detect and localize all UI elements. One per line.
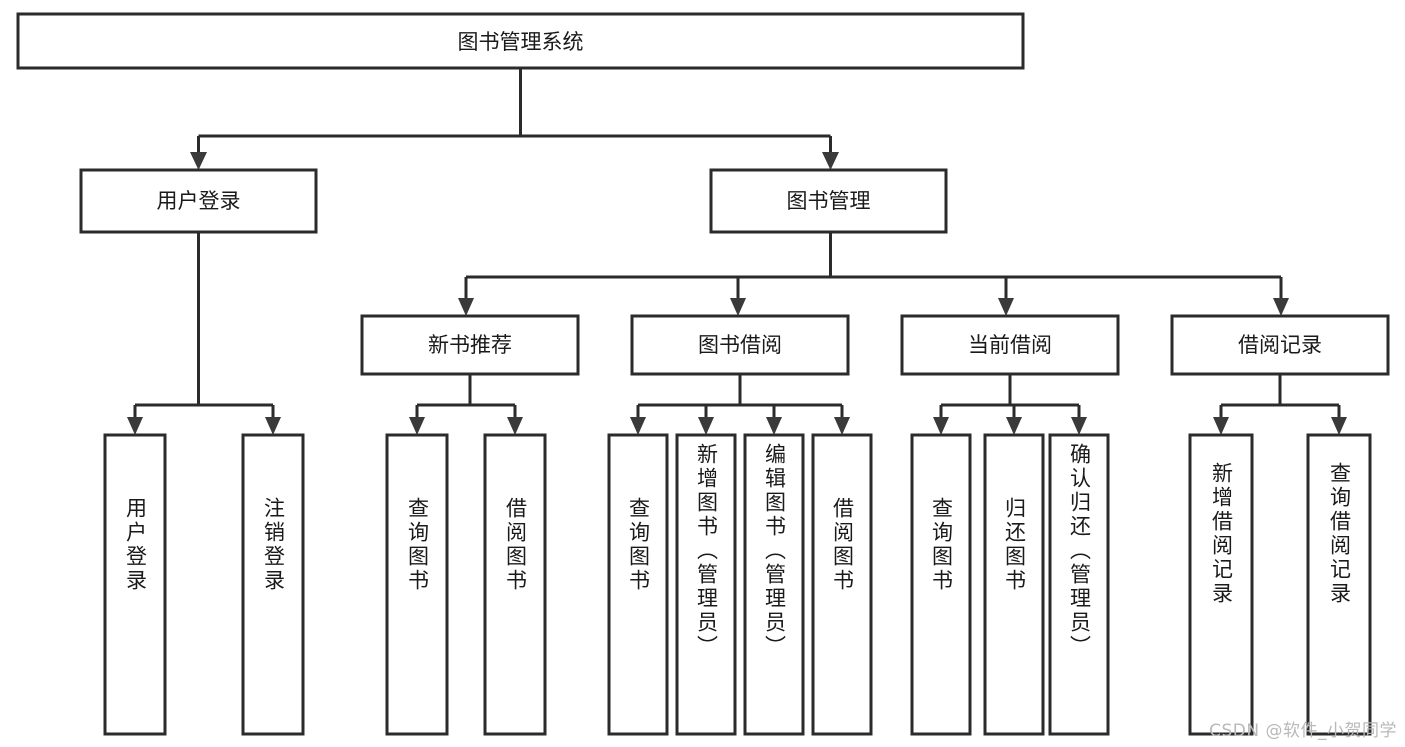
node-book-borrow-label: 图书借阅 <box>698 333 782 357</box>
node-root-box[interactable] <box>16 12 1025 70</box>
leaf-box-query-book-cb[interactable] <box>910 433 972 736</box>
leaf-box-query-book-bb[interactable] <box>607 433 669 736</box>
node-user-login-box[interactable] <box>79 168 318 234</box>
arrow-head-bb-leaf-2 <box>698 417 714 435</box>
node-book-management-label: 图书管理 <box>787 189 871 213</box>
node-borrow-record-label: 借阅记录 <box>1238 333 1322 357</box>
arrow-head-cb-leaf-3 <box>1071 417 1087 435</box>
arrow-head-br-leaf-1 <box>1213 417 1229 435</box>
node-book-borrow[interactable]: 图书借阅 <box>630 314 850 376</box>
leaf-node-layer <box>103 433 1372 736</box>
node-user-login[interactable]: 用户登录 <box>79 168 318 234</box>
leaf-box-logout[interactable] <box>241 433 305 736</box>
leaf-box-confirm-return[interactable] <box>1048 433 1110 736</box>
arrow-head-nbr-leaf-2 <box>507 417 523 435</box>
node-root-label: 图书管理系统 <box>458 30 584 54</box>
node-borrow-record[interactable]: 借阅记录 <box>1170 314 1390 376</box>
leaf-box-borrow-book-nbr[interactable] <box>483 433 547 736</box>
arrow-head-br-leaf-2 <box>1331 417 1347 435</box>
leaf-box-edit-book-admin[interactable] <box>743 433 805 736</box>
leaf-box-user-login[interactable] <box>103 433 167 736</box>
csdn-watermark: CSDN @软件_小贺同学 <box>1209 721 1397 741</box>
arrow-head-bb-leaf-4 <box>834 417 850 435</box>
leaf-box-add-borrow-record[interactable] <box>1188 433 1254 736</box>
arrow-head-leaf-logout <box>265 417 281 435</box>
leaf-box-add-book-admin[interactable] <box>675 433 737 736</box>
arrow-head-cb-leaf-2 <box>1006 417 1022 435</box>
connector-layer <box>127 68 1347 435</box>
node-book-management[interactable]: 图书管理 <box>709 168 948 234</box>
arrow-head-book-borrow <box>730 298 746 316</box>
node-current-borrow-label: 当前借阅 <box>968 333 1052 357</box>
node-new-book-recommend-label: 新书推荐 <box>428 333 512 357</box>
arrow-head-bb-leaf-1 <box>630 417 646 435</box>
arrow-head-new-book-rec <box>458 298 474 316</box>
arrow-head-user-login <box>190 152 207 170</box>
node-new-book-recommend-box[interactable] <box>360 314 580 376</box>
arrow-head-borrow-record <box>1273 298 1289 316</box>
arrow-head-current-borrow <box>998 298 1014 316</box>
arrow-head-leaf-user-login <box>127 417 143 435</box>
leaf-box-query-book-nbr[interactable] <box>385 433 449 736</box>
node-user-login-label: 用户登录 <box>157 189 241 213</box>
node-current-borrow-box[interactable] <box>900 314 1120 376</box>
node-book-management-box[interactable] <box>709 168 948 234</box>
node-book-borrow-box[interactable] <box>630 314 850 376</box>
node-current-borrow[interactable]: 当前借阅 <box>900 314 1120 376</box>
leaf-box-borrow-book-bb[interactable] <box>811 433 873 736</box>
arrow-head-book-mgmt <box>822 152 839 170</box>
node-borrow-record-box[interactable] <box>1170 314 1390 376</box>
arrow-head-cb-leaf-1 <box>933 417 949 435</box>
arrow-head-bb-leaf-3 <box>766 417 782 435</box>
leaf-box-return-book[interactable] <box>983 433 1045 736</box>
node-root[interactable]: 图书管理系统 <box>16 12 1025 70</box>
arrow-head-nbr-leaf-1 <box>409 417 425 435</box>
leaf-box-query-borrow-record[interactable] <box>1306 433 1372 736</box>
node-new-book-recommend[interactable]: 新书推荐 <box>360 314 580 376</box>
